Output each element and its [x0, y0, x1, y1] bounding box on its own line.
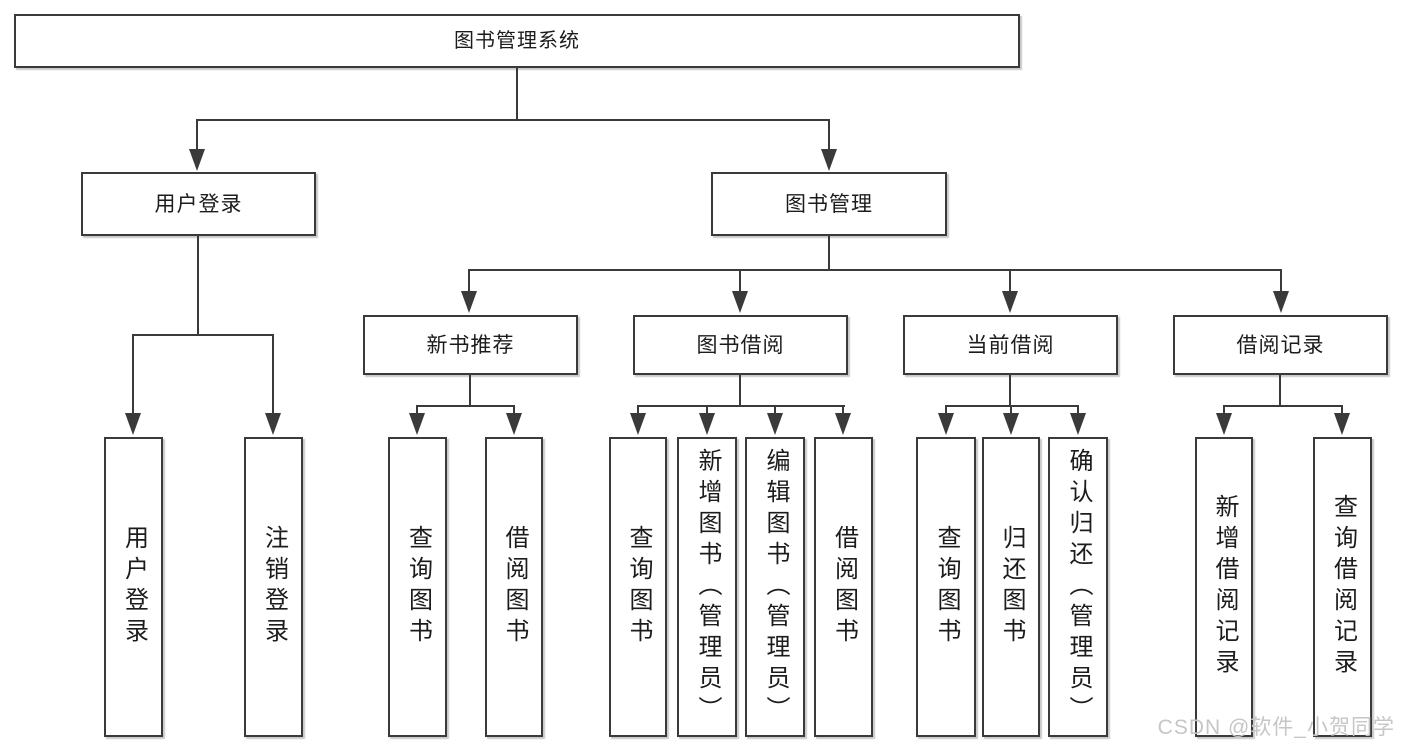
node-leaf-br-add-record: 新增借阅记录 [1195, 437, 1253, 737]
connector-line [468, 269, 1282, 271]
arrow-down-icon [506, 413, 522, 435]
connector-line [272, 334, 274, 416]
connector-line [416, 405, 515, 407]
arrow-down-icon [938, 413, 954, 435]
connector-line [416, 405, 418, 417]
connector-line [1223, 405, 1225, 417]
node-leaf-bb-add-book-admin: 新增图书（管理员） [677, 437, 737, 737]
connector-line [197, 236, 199, 336]
node-user-login: 用户登录 [81, 172, 316, 236]
arrow-down-icon [1003, 413, 1019, 435]
arrow-down-icon [767, 413, 783, 435]
arrow-down-icon [835, 413, 851, 435]
connector-line [739, 269, 741, 293]
connector-line [1341, 405, 1343, 417]
node-leaf-user-login: 用户登录 [104, 437, 163, 737]
connector-line [132, 334, 274, 336]
connector-line [1010, 405, 1012, 417]
node-root: 图书管理系统 [14, 14, 1020, 68]
connector-line [828, 119, 830, 152]
arrow-down-icon [699, 413, 715, 435]
connector-line [842, 405, 844, 417]
node-new-book-recommend: 新书推荐 [363, 315, 578, 375]
node-leaf-cb-return-book: 归还图书 [982, 437, 1040, 737]
node-book-management: 图书管理 [711, 172, 947, 236]
arrow-down-icon [461, 291, 477, 313]
node-book-borrow: 图书借阅 [633, 315, 848, 375]
connector-line [196, 119, 830, 121]
node-leaf-bb-query-book: 查询图书 [609, 437, 667, 737]
connector-line [196, 119, 198, 152]
arrow-down-icon [189, 149, 205, 171]
connector-line [1009, 269, 1011, 293]
node-leaf-cb-query-book: 查询图书 [916, 437, 976, 737]
connector-line [774, 405, 776, 417]
node-leaf-br-query-record: 查询借阅记录 [1313, 437, 1372, 737]
arrow-down-icon [1273, 291, 1289, 313]
arrow-down-icon [630, 413, 646, 435]
node-leaf-bb-edit-book-admin: 编辑图书（管理员） [745, 437, 805, 737]
node-leaf-cb-confirm-return-admin: 确认归还（管理员） [1048, 437, 1108, 737]
arrow-down-icon [265, 413, 281, 435]
node-leaf-bb-borrow-book: 借阅图书 [814, 437, 873, 737]
csdn-watermark: CSDN @软件_小贺同学 [1157, 716, 1395, 739]
node-borrow-records: 借阅记录 [1173, 315, 1388, 375]
arrow-down-icon [409, 413, 425, 435]
node-leaf-nbr-borrow-book: 借阅图书 [485, 437, 543, 737]
connector-line [1223, 405, 1343, 407]
connector-line [828, 236, 830, 271]
arrow-down-icon [821, 149, 837, 171]
node-leaf-logout: 注销登录 [244, 437, 303, 737]
connector-line [516, 68, 518, 120]
connector-line [945, 405, 947, 417]
connector-line [468, 269, 470, 293]
arrow-down-icon [1070, 413, 1086, 435]
connector-line [739, 375, 741, 407]
arrow-down-icon [1002, 291, 1018, 313]
arrow-down-icon [1216, 413, 1232, 435]
connector-line [637, 405, 845, 407]
arrow-down-icon [1334, 413, 1350, 435]
node-current-borrow: 当前借阅 [903, 315, 1118, 375]
connector-line [1077, 405, 1079, 417]
connector-line [513, 405, 515, 417]
connector-line [945, 405, 1079, 407]
node-leaf-nbr-query-book: 查询图书 [388, 437, 447, 737]
connector-line [706, 405, 708, 417]
arrow-down-icon [125, 413, 141, 435]
connector-line [1280, 269, 1282, 293]
connector-line [1279, 375, 1281, 407]
connector-line [1009, 375, 1011, 407]
connector-line [469, 375, 471, 407]
arrow-down-icon [732, 291, 748, 313]
connector-line [132, 334, 134, 416]
connector-line [637, 405, 639, 417]
